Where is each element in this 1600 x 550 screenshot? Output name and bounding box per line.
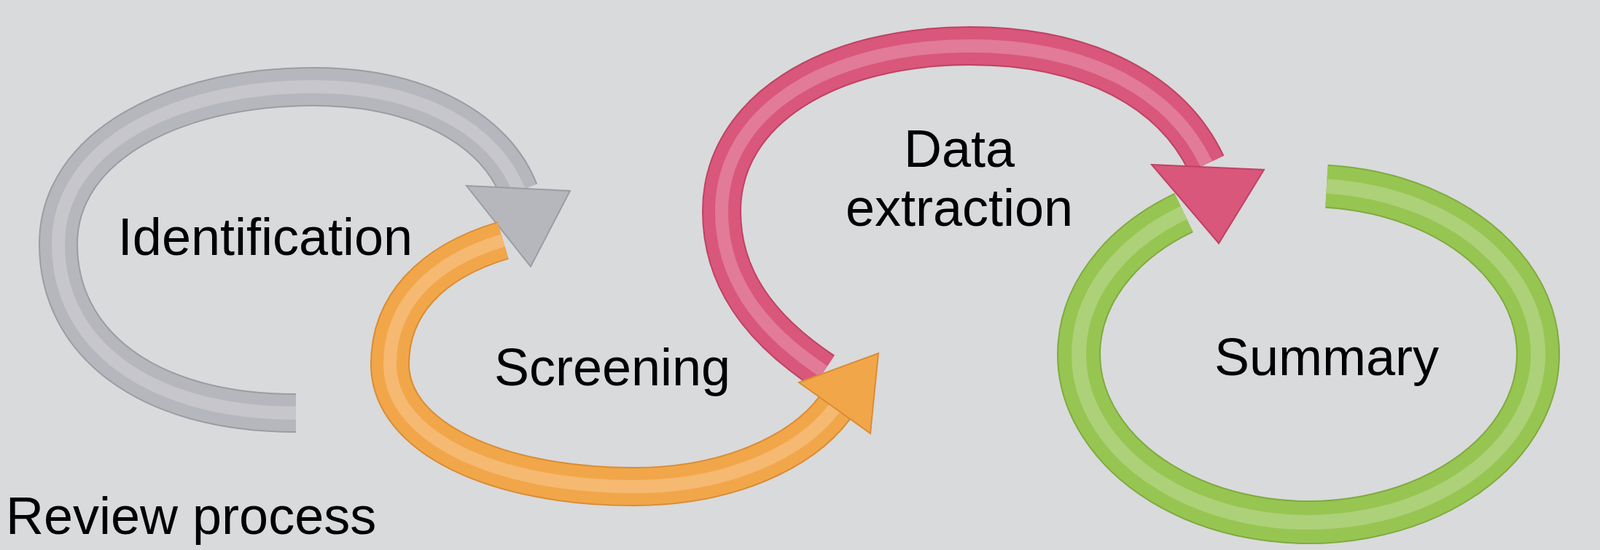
step-label: Identification [118,207,413,267]
step-label: Data extraction [824,119,1095,237]
arrow-step: Summary [1049,153,1568,547]
arrow-outline [389,240,835,487]
arrow-highlight [1078,186,1539,523]
arrow-outline [1078,186,1539,523]
arrow-highlight [721,45,1207,372]
arrow-body [389,240,835,487]
step-label: Summary [1214,328,1439,388]
arrow-step: Data extraction [692,14,1276,409]
arrow-body [1078,186,1539,523]
arrow-outline [721,45,1207,372]
arrow-step: Screening [342,211,904,518]
step-label: Screening [494,338,731,398]
arrow-body [721,45,1207,372]
section-label: Review process [5,486,377,546]
arrow-head [1151,164,1264,244]
arrow-head [798,353,879,434]
arrow-highlight [389,240,835,487]
